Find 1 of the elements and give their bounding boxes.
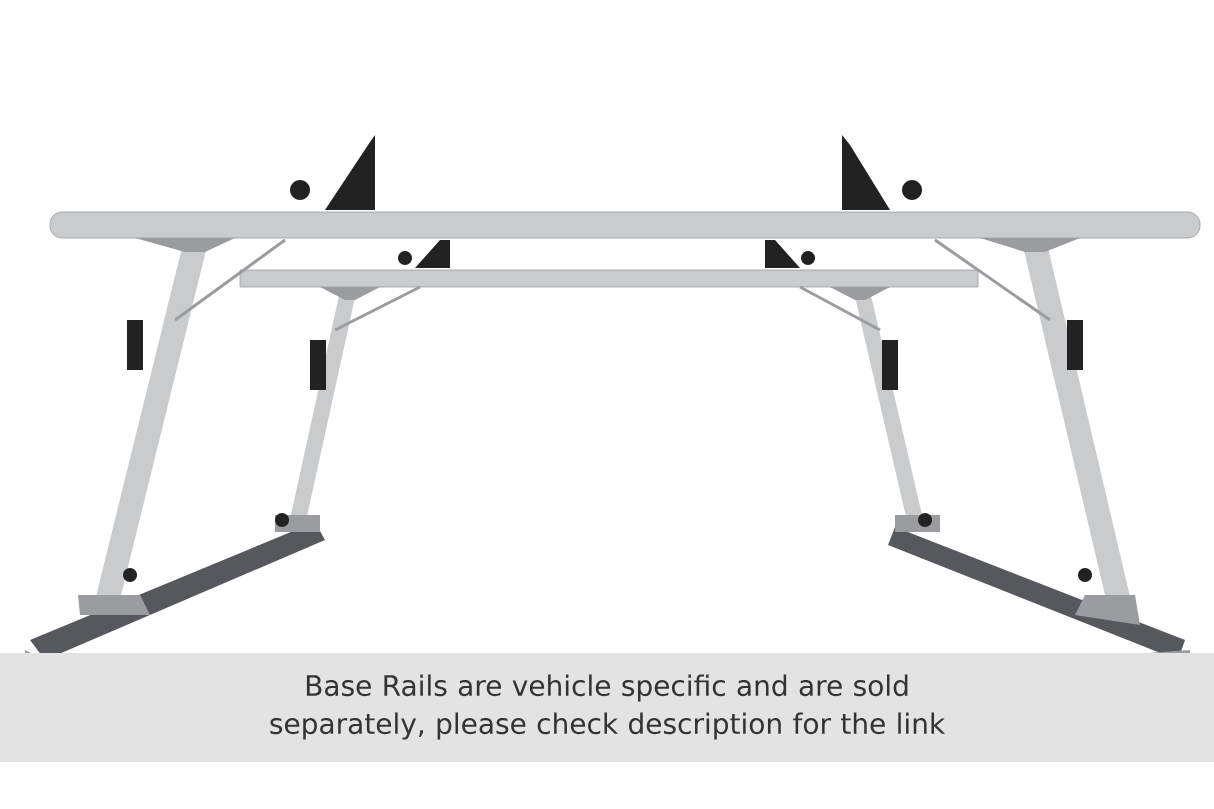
caption: Base Rails are vehicle specific and are sold separately, please check description for the link bbox=[270, 674, 946, 740]
